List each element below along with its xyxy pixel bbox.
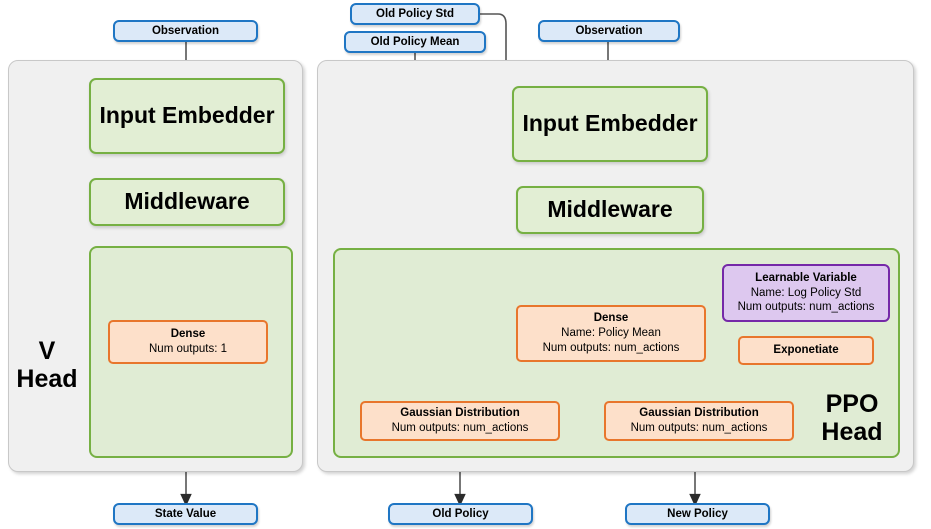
ppo-head-dense-policy-mean[interactable]: Dense Name: Policy Mean Num outputs: num…	[516, 305, 706, 362]
v-head-state-value-output[interactable]: State Value	[113, 503, 258, 525]
gaussian-old-title: Gaussian Distribution	[400, 407, 520, 420]
old-policy-mean-input[interactable]: Old Policy Mean	[344, 31, 486, 53]
ppo-head-caption-line1: PPO	[825, 390, 879, 418]
ppo-head-input-embedder[interactable]: Input Embedder	[512, 86, 708, 162]
gaussian-new-outputs: Num outputs: num_actions	[630, 422, 768, 434]
new-policy-output[interactable]: New Policy	[625, 503, 770, 525]
v-head-observation-input[interactable]: Observation	[113, 20, 258, 42]
gaussian-distribution-new[interactable]: Gaussian Distribution Num outputs: num_a…	[604, 401, 794, 441]
learnable-variable-name: Name: Log Policy Std	[750, 286, 862, 299]
v-head-input-embedder[interactable]: Input Embedder	[89, 78, 285, 154]
v-head-dense[interactable]: Dense Num outputs: 1	[108, 320, 268, 364]
ppo-head-caption: PPO Head	[800, 390, 904, 446]
ppo-head-caption-line2: Head	[821, 418, 883, 446]
ppo-dense-outputs: Num outputs: num_actions	[542, 341, 680, 354]
learnable-variable-outputs: Num outputs: num_actions	[737, 301, 875, 314]
ppo-dense-name: Name: Policy Mean	[561, 327, 661, 340]
ppo-dense-title: Dense	[593, 312, 629, 325]
learnable-variable-log-policy-std[interactable]: Learnable Variable Name: Log Policy Std …	[722, 264, 890, 322]
v-head-dense-title: Dense	[170, 328, 206, 341]
v-head-caption-line1: V	[38, 337, 56, 365]
ppo-head-observation-input[interactable]: Observation	[538, 20, 680, 42]
old-policy-output[interactable]: Old Policy	[388, 503, 533, 525]
old-policy-std-input[interactable]: Old Policy Std	[350, 3, 480, 25]
gaussian-distribution-old[interactable]: Gaussian Distribution Num outputs: num_a…	[360, 401, 560, 441]
learnable-variable-title: Learnable Variable	[755, 271, 857, 284]
gaussian-new-title: Gaussian Distribution	[639, 407, 759, 420]
ppo-head-middleware[interactable]: Middleware	[516, 186, 704, 234]
v-head-caption: V Head	[8, 337, 86, 393]
exponentiate-title: Exponetiate	[773, 344, 839, 357]
gaussian-old-outputs: Num outputs: num_actions	[391, 422, 529, 434]
exponentiate-block[interactable]: Exponetiate	[738, 336, 874, 365]
v-head-dense-outputs: Num outputs: 1	[149, 343, 227, 355]
v-head-middleware[interactable]: Middleware	[89, 178, 285, 226]
v-head-caption-line2: Head	[16, 365, 78, 393]
